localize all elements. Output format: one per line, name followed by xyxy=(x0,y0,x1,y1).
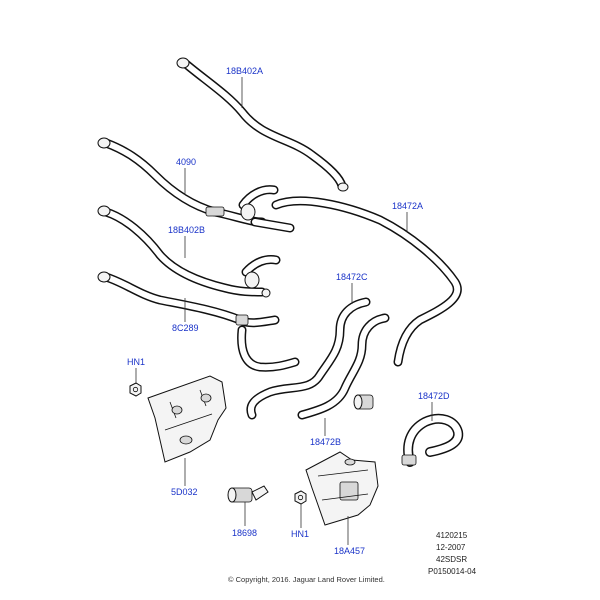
nut-HN1-bottom xyxy=(294,490,307,505)
callout-8C289: 8C289 xyxy=(172,323,199,333)
callout-18B402A: 18B402A xyxy=(226,66,263,76)
meta-illustration-id: 4120215 xyxy=(436,531,468,540)
copyright-notice: © Copyright, 2016. Jaguar Land Rover Lim… xyxy=(228,575,385,584)
callout-HN1-bottom: HN1 xyxy=(291,529,309,539)
bracket-18A457 xyxy=(305,451,379,526)
hose-8C289 xyxy=(97,271,300,372)
callout-18B402B: 18B402B xyxy=(168,225,205,235)
callout-4090: 4090 xyxy=(176,157,196,167)
hose-18472B xyxy=(297,313,390,420)
callout-18698: 18698 xyxy=(232,528,257,538)
callout-5D032: 5D032 xyxy=(171,487,198,497)
hose-18472D xyxy=(401,413,464,467)
hose-4090 xyxy=(97,137,295,233)
bracket-5D032 xyxy=(147,375,227,463)
callout-HN1-top: HN1 xyxy=(127,357,145,367)
leader-lines xyxy=(135,77,433,545)
hose-18B402A xyxy=(176,57,349,192)
nut-HN1-top xyxy=(129,382,142,397)
connector-18698 xyxy=(227,485,269,503)
connector-18472A xyxy=(353,394,374,410)
callout-18472C: 18472C xyxy=(336,272,368,282)
meta-date: 12-2007 xyxy=(436,543,466,552)
callout-18472D: 18472D xyxy=(418,391,450,401)
meta-code: 42SDSR xyxy=(436,555,467,564)
callout-18472B: 18472B xyxy=(310,437,341,447)
callout-18A457: 18A457 xyxy=(334,546,365,556)
hose-18B402B xyxy=(97,205,281,298)
meta-reference: P0150014-04 xyxy=(428,567,477,576)
hose-18472A xyxy=(271,196,462,367)
callout-18472A: 18472A xyxy=(392,201,423,211)
hose-18472C xyxy=(246,297,371,420)
